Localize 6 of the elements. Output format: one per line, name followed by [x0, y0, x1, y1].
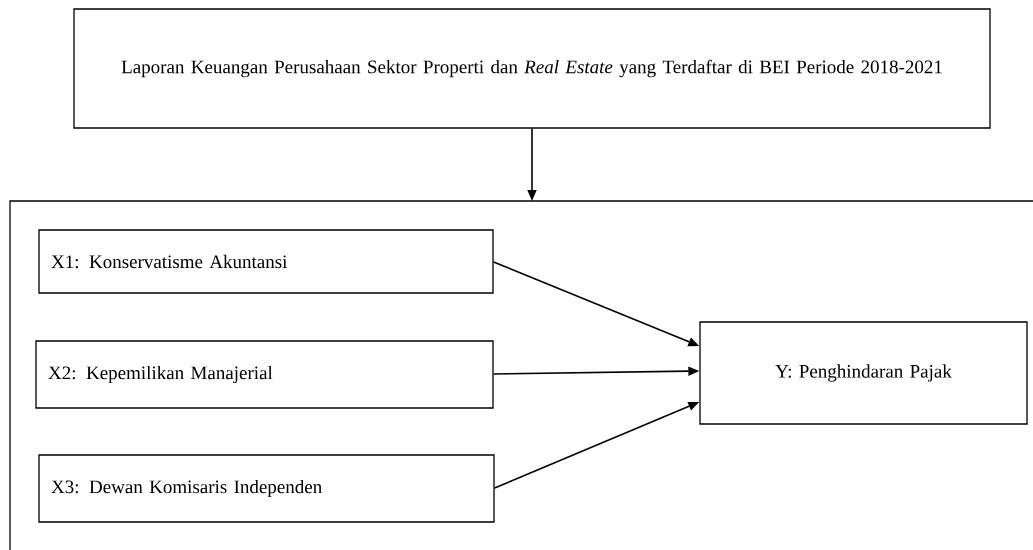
text-box: X1: Konservatisme Akuntansi — [38, 229, 494, 294]
text-box: X3: Dewan Komisaris Independen — [38, 454, 495, 523]
text-box: Y: Penghindaran Pajak — [699, 321, 1028, 425]
frame-box — [9, 200, 1033, 550]
heading-box: Laporan Keuangan Perusahaan Sektor Properti dan Real Estate yang Terdaftar di BEI Periode 2018-2021 — [73, 8, 991, 129]
text-box: X2: Kepemilikan Manajerial — [35, 340, 494, 409]
